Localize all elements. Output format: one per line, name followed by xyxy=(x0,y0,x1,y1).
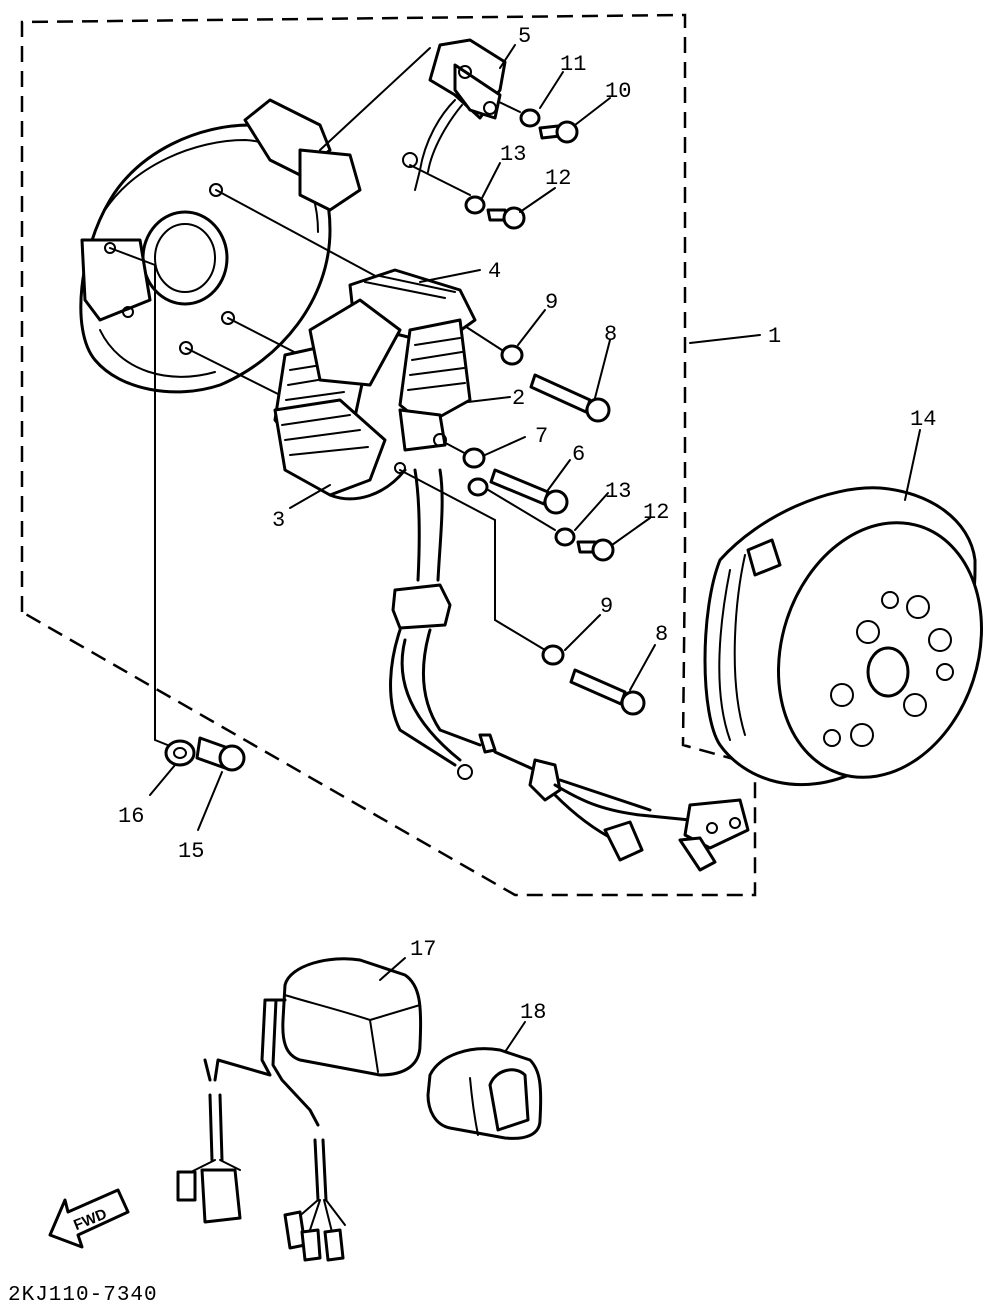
callout-15: 15 xyxy=(178,839,204,864)
fwd-direction-arrow: FWD xyxy=(48,1188,130,1249)
stator-base-plate xyxy=(79,98,362,394)
callout-13-lower: 13 xyxy=(605,479,631,504)
hardware xyxy=(164,108,646,772)
callout-9-upper: 9 xyxy=(545,290,558,315)
callout-13-upper: 13 xyxy=(500,142,526,167)
callout-11: 11 xyxy=(560,52,586,77)
callout-16: 16 xyxy=(118,804,144,829)
drawing-code: 2KJ110-7340 xyxy=(8,1284,158,1307)
callout-12-upper: 12 xyxy=(545,166,571,191)
leader-lines xyxy=(149,44,921,1053)
pickup-coil xyxy=(402,38,507,191)
callout-8-lower: 8 xyxy=(655,622,668,647)
callout-4: 4 xyxy=(488,259,501,284)
cdi-unit xyxy=(176,957,423,1262)
callout-1: 1 xyxy=(768,324,781,349)
callout-17: 17 xyxy=(410,937,436,962)
callout-labels: 1 2 3 4 5 6 7 8 8 9 9 10 11 12 12 13 13 … xyxy=(118,24,936,1025)
callout-2: 2 xyxy=(512,386,525,411)
callout-3: 3 xyxy=(272,508,285,533)
callout-9-lower: 9 xyxy=(600,594,613,619)
callout-12-lower: 12 xyxy=(643,500,669,525)
callout-8-upper: 8 xyxy=(604,322,617,347)
wire-harness xyxy=(389,468,750,872)
callout-6: 6 xyxy=(572,442,585,467)
rubber-boot xyxy=(426,1047,543,1140)
callout-18: 18 xyxy=(520,1000,546,1025)
callout-7: 7 xyxy=(535,424,548,449)
callout-10: 10 xyxy=(605,79,631,104)
callout-5: 5 xyxy=(518,24,531,49)
assembly-boundary xyxy=(20,13,757,897)
stator-coil-assembly xyxy=(273,268,477,501)
flywheel-rotor xyxy=(703,486,983,787)
callout-14: 14 xyxy=(910,407,936,432)
